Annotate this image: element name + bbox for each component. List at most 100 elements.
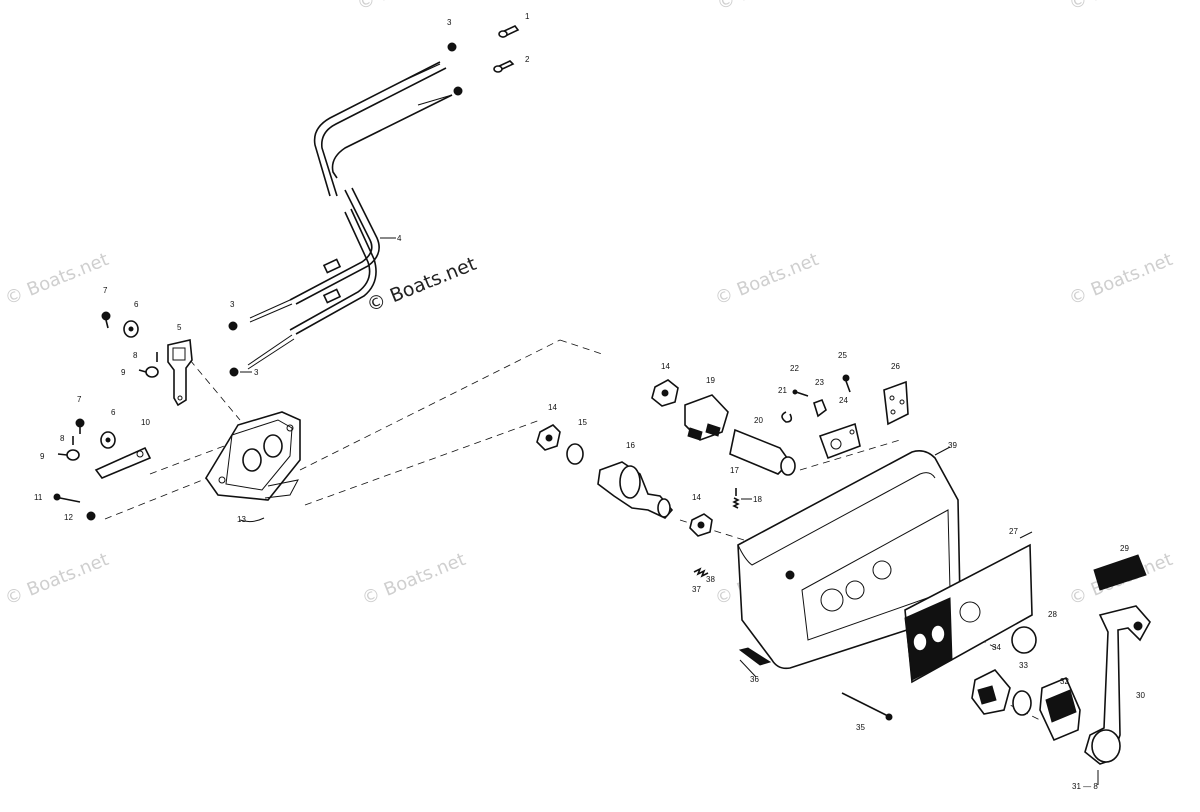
handle-30 [1084, 605, 1151, 765]
nut-3-top [447, 42, 457, 52]
callout-9: 9 [40, 452, 45, 461]
guide-line [104, 454, 266, 520]
washer-6-lower [100, 431, 116, 449]
shift-cam-19 [684, 394, 729, 441]
housing-plate-13 [205, 411, 301, 501]
nut-3-left [228, 321, 238, 331]
callout-21: 21 [778, 386, 787, 395]
watermark-text: © Boats.net [1066, 0, 1176, 15]
watermark-text: © Boats.net [712, 249, 822, 310]
callout-13: 13 [237, 515, 246, 524]
callout-7: 7 [77, 395, 82, 404]
callout-10: 10 [141, 418, 150, 427]
callout-14: 14 [661, 362, 670, 371]
callout-4: 4 [397, 234, 402, 243]
callout-33: 33 [1019, 661, 1028, 670]
screw-7-upper [101, 311, 111, 329]
watermark-text: © Boats.net [714, 0, 824, 15]
cap-28 [1011, 626, 1037, 654]
nut-12 [86, 511, 96, 521]
lever-10 [94, 446, 152, 479]
callout-labels: 1 2 3 3 3 4 5 6 6 7 7 8 8 9 9 10 11 12 1… [34, 12, 1145, 791]
spring-37 [693, 567, 709, 578]
watermark-text: © Boats.net [2, 549, 112, 610]
callout-39: 39 [948, 441, 957, 450]
callout-30: 30 [1136, 691, 1145, 700]
detent-23 [813, 398, 827, 418]
callout-11: 11 [34, 493, 43, 502]
callout-6: 6 [134, 300, 139, 309]
shaft-16 [597, 461, 674, 519]
watermark-text: © Boats.net [2, 249, 112, 310]
callout-9: 9 [121, 368, 126, 377]
bolt-11 [53, 493, 81, 503]
guide-line [559, 339, 606, 356]
callout-18: 18 [753, 495, 762, 504]
stud-9-upper [138, 366, 159, 378]
callout-20: 20 [754, 416, 763, 425]
watermark-text: © Boats.net [354, 0, 464, 15]
plunger-20 [729, 428, 796, 476]
screw-22 [792, 389, 809, 397]
callout-14: 14 [692, 493, 701, 502]
callout-34: 34 [992, 643, 1001, 652]
guide-line [799, 439, 901, 471]
screw-25 [842, 374, 851, 393]
washer-33 [1012, 690, 1032, 716]
ring-15 [566, 443, 584, 465]
stud-9-lower [57, 449, 80, 461]
gear-14-left [536, 424, 561, 451]
callout-32: 32 [1060, 677, 1069, 686]
callout-24: 24 [839, 396, 848, 405]
watermark-layer: © Boats.net © Boats.net © Boats.net © Bo… [2, 0, 1176, 610]
callout-38: 38 [706, 575, 715, 584]
callout-15: 15 [578, 418, 587, 427]
callout-36: 36 [750, 675, 759, 684]
callout-19: 19 [706, 376, 715, 385]
callout-3: 3 [230, 300, 235, 309]
cable-end-fitting-1 [498, 25, 520, 38]
grip-29 [1093, 554, 1147, 591]
callout-3: 3 [254, 368, 259, 377]
nut-3-middle [453, 86, 463, 96]
guide-line [304, 419, 541, 506]
leader-lines [239, 237, 1099, 785]
guide-line [189, 359, 241, 421]
callout-16: 16 [626, 441, 635, 450]
callout-14: 14 [548, 403, 557, 412]
guide-line [149, 439, 241, 475]
gear-14-lower [689, 513, 713, 537]
callout-29: 29 [1120, 544, 1129, 553]
callout-3: 3 [447, 18, 452, 27]
callout-5: 5 [177, 323, 182, 332]
guide-line [999, 699, 1041, 721]
callout-8: 8 [60, 434, 65, 443]
decal-panel-27 [904, 543, 1033, 684]
callout-7: 7 [103, 286, 108, 295]
clip-21 [781, 411, 793, 423]
guide-line [299, 339, 561, 471]
callout-31: 31 — 8 [1072, 782, 1098, 791]
callout-35: 35 [856, 723, 865, 732]
control-cable-4 [247, 61, 453, 370]
callout-22: 22 [790, 364, 799, 373]
watermark-text-dark: © Boats.net [364, 253, 480, 317]
callout-37: 37 [692, 585, 701, 594]
bolt-35 [841, 692, 893, 721]
callout-23: 23 [815, 378, 824, 387]
spring-18 [732, 497, 740, 509]
bracket-5 [167, 339, 193, 407]
callout-26: 26 [891, 362, 900, 371]
bracket-24 [818, 422, 861, 460]
callout-8: 8 [133, 351, 138, 360]
watermark-text: © Boats.net [1066, 249, 1176, 310]
plate-26 [883, 380, 909, 426]
callout-1: 1 [525, 12, 530, 21]
gear-14-center [651, 379, 679, 407]
washer-6-upper [123, 320, 139, 338]
callout-6: 6 [111, 408, 116, 417]
callout-25: 25 [838, 351, 847, 360]
callout-17: 17 [730, 466, 739, 475]
callout-27: 27 [1009, 527, 1018, 536]
nut-3-lower [229, 367, 239, 377]
